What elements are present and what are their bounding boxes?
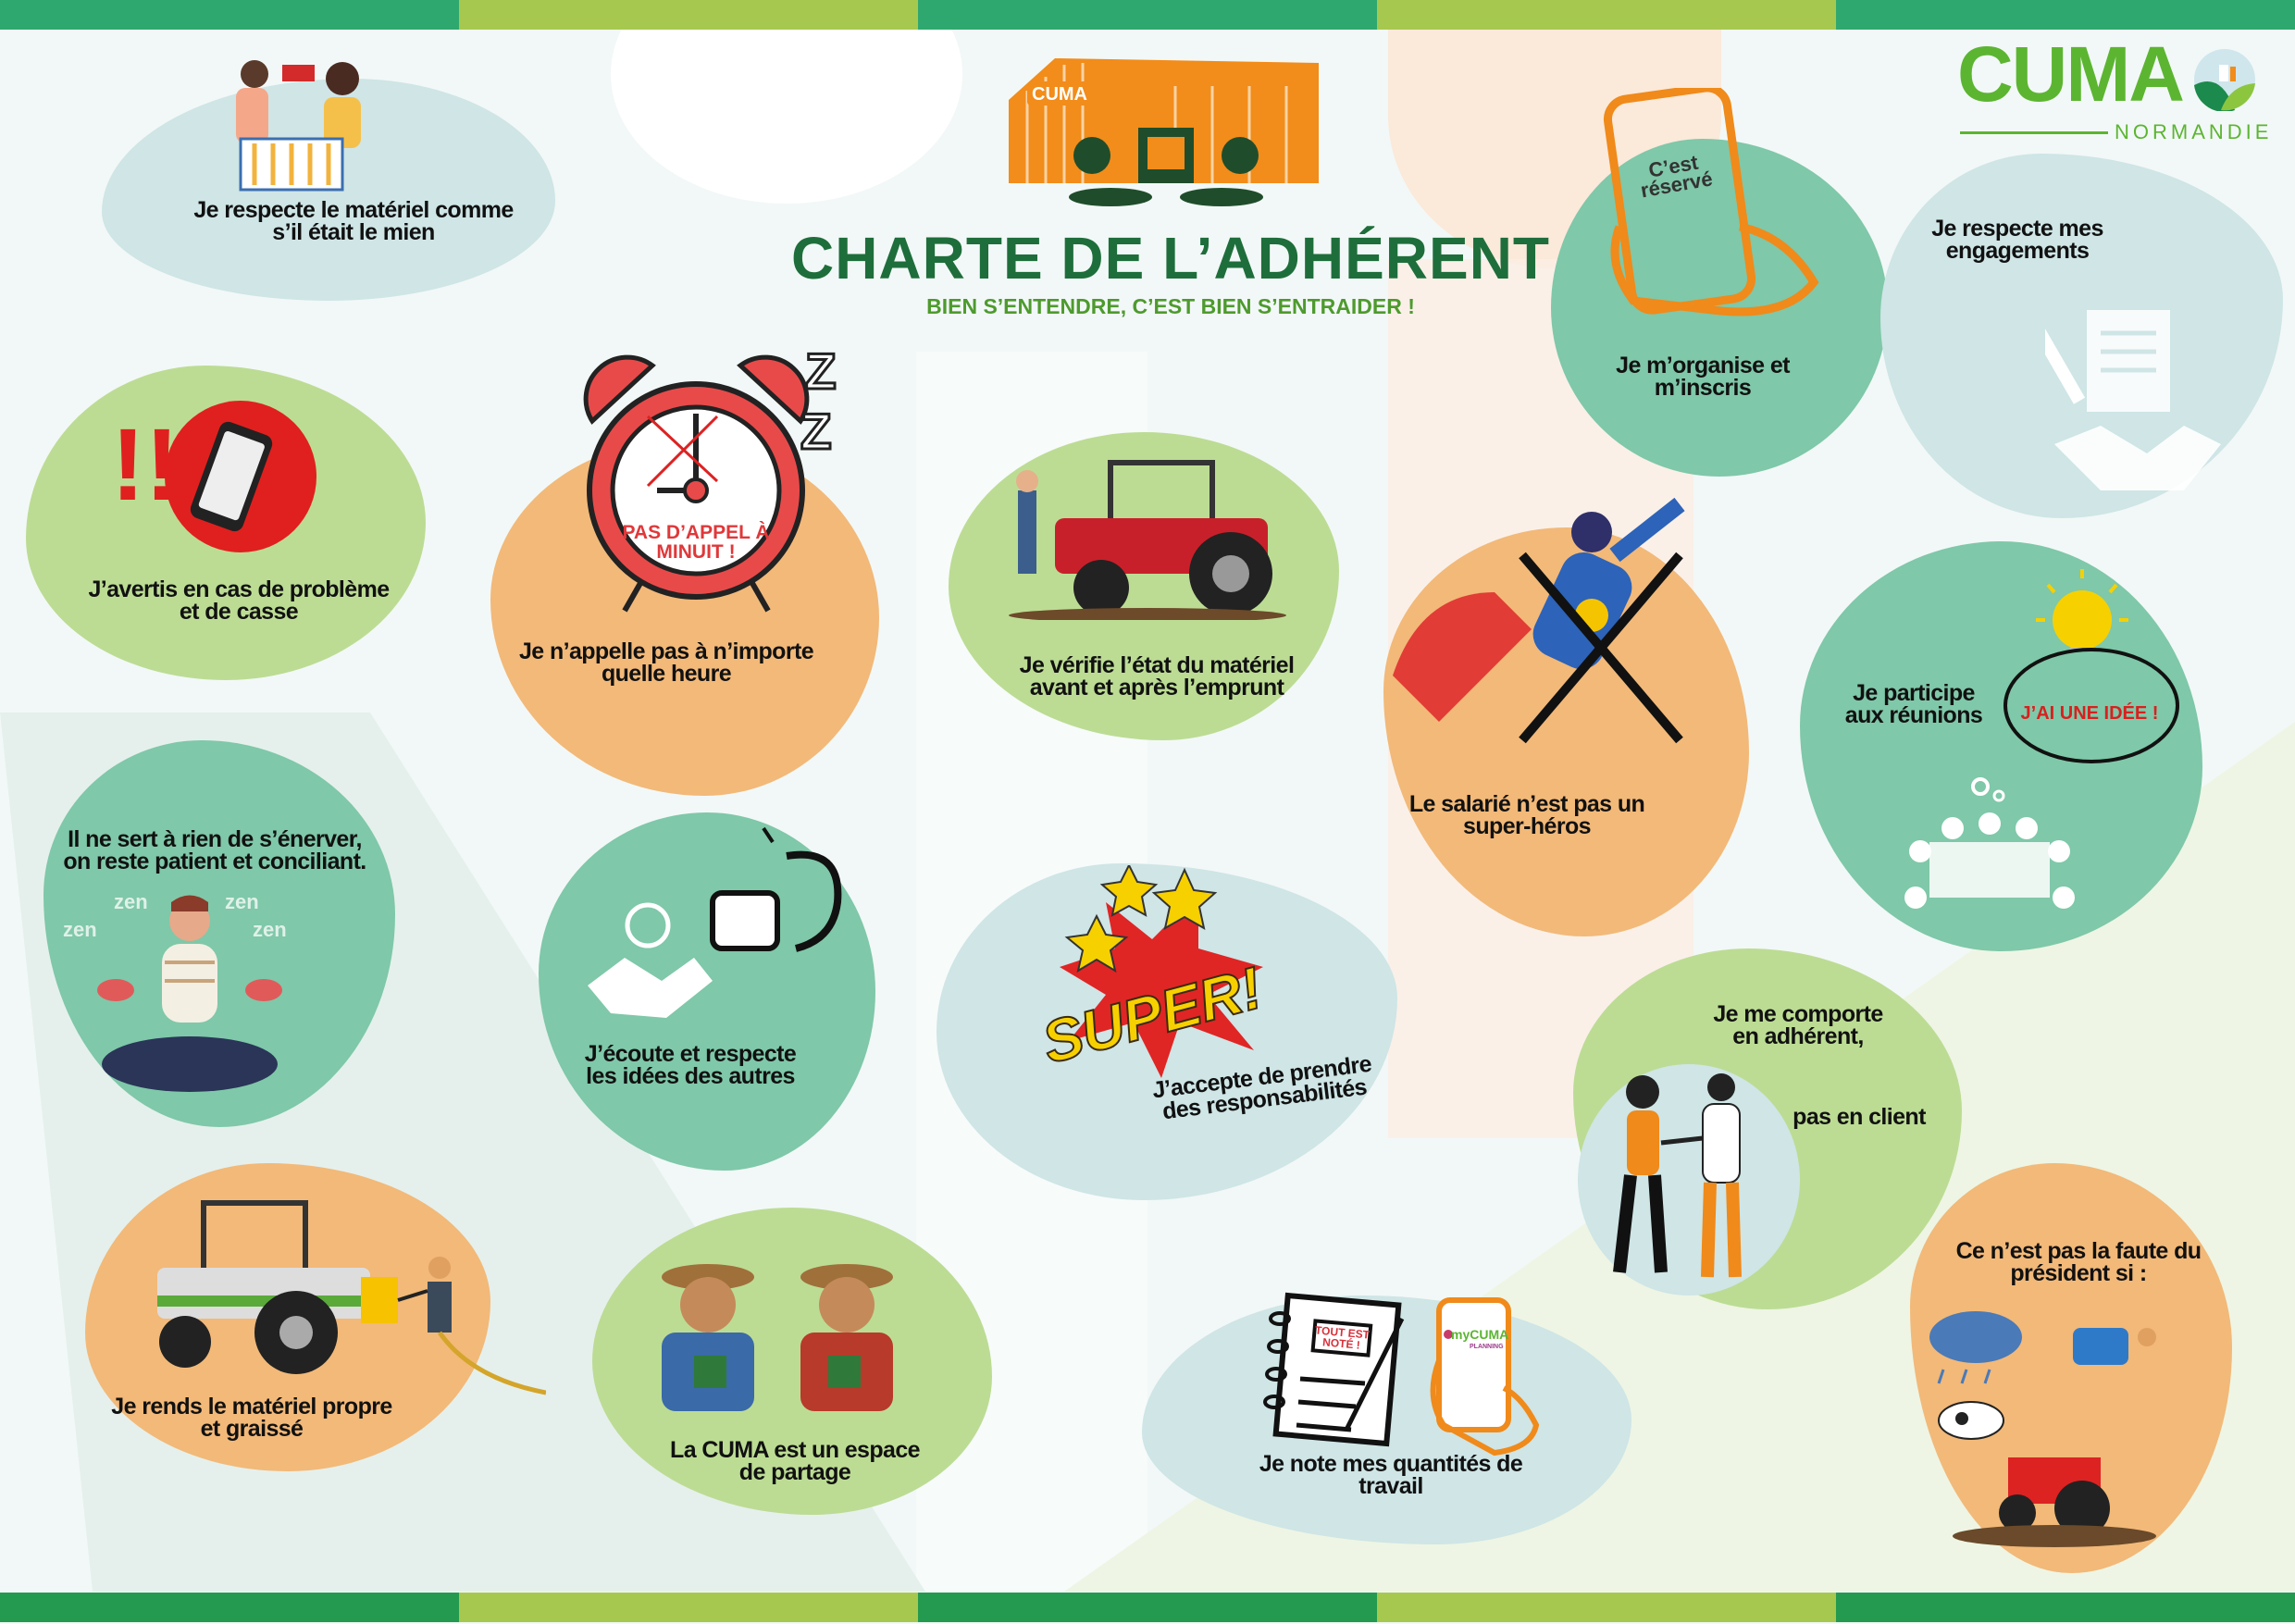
rule-president: Ce n’est pas la faute du président si : [1955, 1238, 2202, 1286]
logo-region: NORMANDIE [2115, 120, 2273, 143]
cuma-barn-illustration: CUMA [1009, 58, 1319, 206]
bottom-color-bar [0, 1593, 2295, 1622]
idea-text: J’AI UNE IDÉE ! [2020, 703, 2159, 724]
meditating-person-illustration [97, 895, 282, 1092]
page-subtitle: BIEN S’ENTENDRE, C’EST BIEN S’ENTRAIDER … [926, 294, 1415, 318]
rule-salarie: Le salarié n’est pas un super-héros [1408, 791, 1645, 839]
zen-label: zen [114, 890, 148, 913]
tractor-inspection-illustration [1009, 460, 1286, 620]
thought-cloud [2003, 648, 2179, 763]
rule-appelle: Je n’appelle pas à n’importe quelle heur… [518, 638, 814, 687]
logo-name: CUMA [1957, 31, 2185, 118]
page-title: CHARTE DE L’ADHÉRENT [790, 225, 1551, 291]
alarm-clock-icon: ZZ [583, 341, 837, 613]
barn-logo-text: CUMA [1032, 84, 1087, 105]
phone-hand-icon [1603, 88, 1819, 316]
notebook-icon [1263, 1292, 1405, 1447]
rule-rends: Je rends le matériel propre et graissé [111, 1394, 392, 1442]
blob-verifie [949, 432, 1339, 740]
family-crib-illustration [236, 60, 361, 192]
clock-text: PAS D’APPEL À MINUIT ! [622, 522, 770, 563]
svg-text:Z: Z [800, 403, 832, 460]
rule-partage: La CUMA est un espace de partage [670, 1437, 920, 1485]
logo-rule [1960, 131, 2108, 134]
blob-partage [592, 1208, 992, 1515]
zen-label: zen [63, 918, 97, 941]
meeting-table-illustration [1904, 777, 2075, 909]
farmers-coffee-illustration [662, 1264, 893, 1411]
people-handshake-illustration [1613, 1073, 1742, 1278]
zen-label: zen [253, 918, 287, 941]
rule-comporte: Je me comporte en adhérent, [1713, 1001, 1883, 1049]
tractor-washing-illustration [157, 1200, 546, 1395]
super-starburst-icon [1060, 865, 1263, 1078]
app-name: myCUMA [1451, 1327, 1509, 1342]
rule-comporte-2: pas en client [1793, 1104, 1926, 1130]
top-color-bar [0, 0, 2295, 30]
logo-emblem-icon [2194, 49, 2255, 111]
bg-circle-white [611, 0, 962, 204]
rule-organise: Je m’organise et m’inscris [1616, 353, 1790, 401]
cuma-normandie-logo: CUMA NORMANDIE [1957, 31, 2268, 148]
crossed-superhero-illustration [1393, 497, 1685, 744]
rule-note: Je note mes quantités de travail [1259, 1451, 1523, 1499]
notebook-text: TOUT EST NOTÉ ! [1314, 1323, 1371, 1352]
rule-materiel: Je respecte le matériel comme s’il était… [193, 197, 514, 245]
rule-ecoute: J’écoute et respecte les idées des autre… [584, 1041, 797, 1089]
rule-verifie: Je vérifie l’état du matériel avant et a… [1019, 652, 1295, 700]
zen-label: zen [225, 890, 259, 913]
phone-alert-icon: !! [111, 401, 316, 552]
handshake-ear-icon [588, 826, 842, 1018]
rule-enerver: Il ne sert à rien de s’énerver, on reste… [63, 826, 366, 874]
rule-avertis: J’avertis en cas de problème et de casse [88, 576, 390, 625]
rule-participe: Je participe aux réunions [1844, 680, 1983, 728]
svg-text:Z: Z [805, 342, 837, 400]
app-subtitle: PLANNING [1470, 1344, 1504, 1350]
rule-engagements: Je respecte mes engagements [1931, 216, 2103, 264]
contract-handshake-icon [2045, 310, 2221, 490]
weather-cow-tractor-illustration [1929, 1311, 2156, 1547]
phone-planning-icon [1430, 1297, 1540, 1457]
